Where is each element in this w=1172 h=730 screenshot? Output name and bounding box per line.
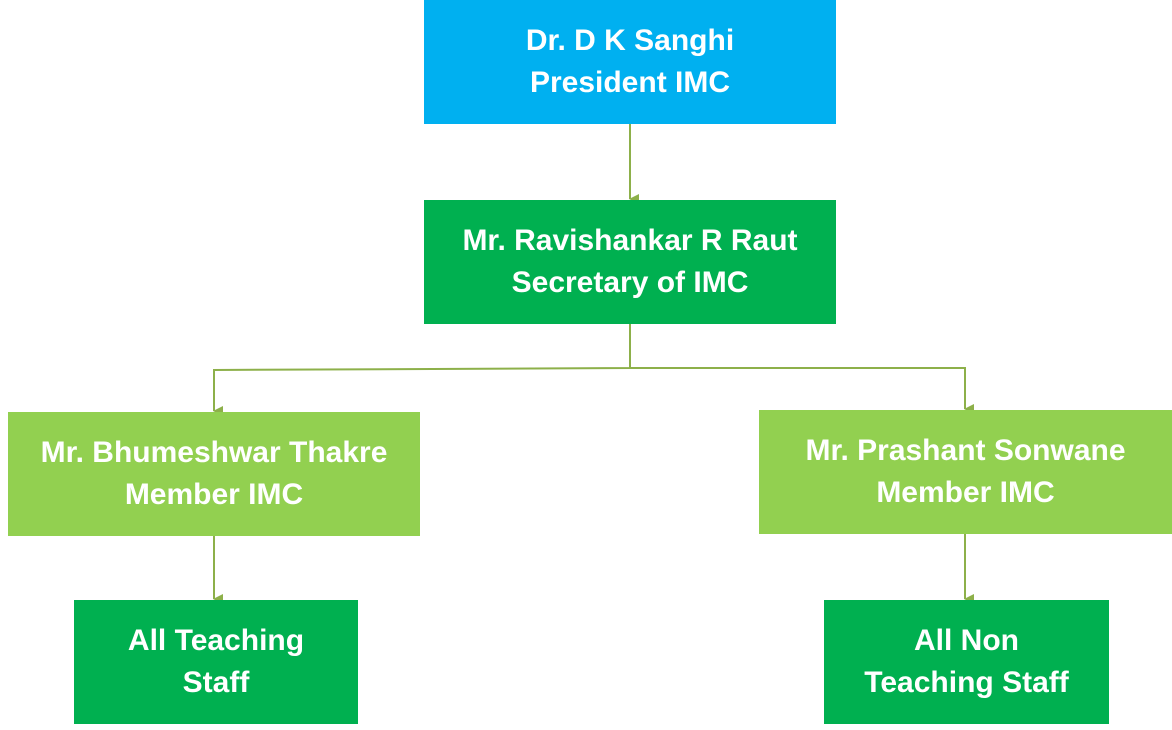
member-left-role: Member IMC — [124, 478, 304, 511]
node-member-left: Mr. Bhumeshwar Thakre Member IMC — [8, 412, 420, 536]
secretary-name: Mr. Ravishankar R Raut — [462, 224, 798, 257]
node-secretary: Mr. Ravishankar R Raut Secretary of IMC — [424, 200, 836, 324]
president-name: Dr. D K Sanghi — [525, 24, 735, 57]
member-right-role: Member IMC — [876, 476, 1055, 509]
president-role: President IMC — [529, 66, 731, 99]
node-president: Dr. D K Sanghi President IMC — [424, 0, 836, 124]
member-right-name: Mr. Prashant Sonwane — [805, 434, 1126, 467]
node-non-teaching-staff: All Non Teaching Staff — [824, 600, 1109, 724]
non-teaching-staff-line1: All Non — [914, 624, 1019, 657]
secretary-role: Secretary of IMC — [511, 266, 749, 299]
connector-secretary-member-right — [630, 367, 974, 414]
non-teaching-staff-line2: Teaching Staff — [864, 666, 1069, 699]
member-left-name: Mr. Bhumeshwar Thakre — [40, 436, 388, 469]
teaching-staff-line1: All Teaching — [127, 624, 305, 657]
connector-secretary-member-left — [213, 324, 631, 416]
teaching-staff-line2: Staff — [182, 666, 250, 699]
node-member-right: Mr. Prashant Sonwane Member IMC — [759, 410, 1172, 534]
node-teaching-staff: All Teaching Staff — [74, 600, 358, 724]
